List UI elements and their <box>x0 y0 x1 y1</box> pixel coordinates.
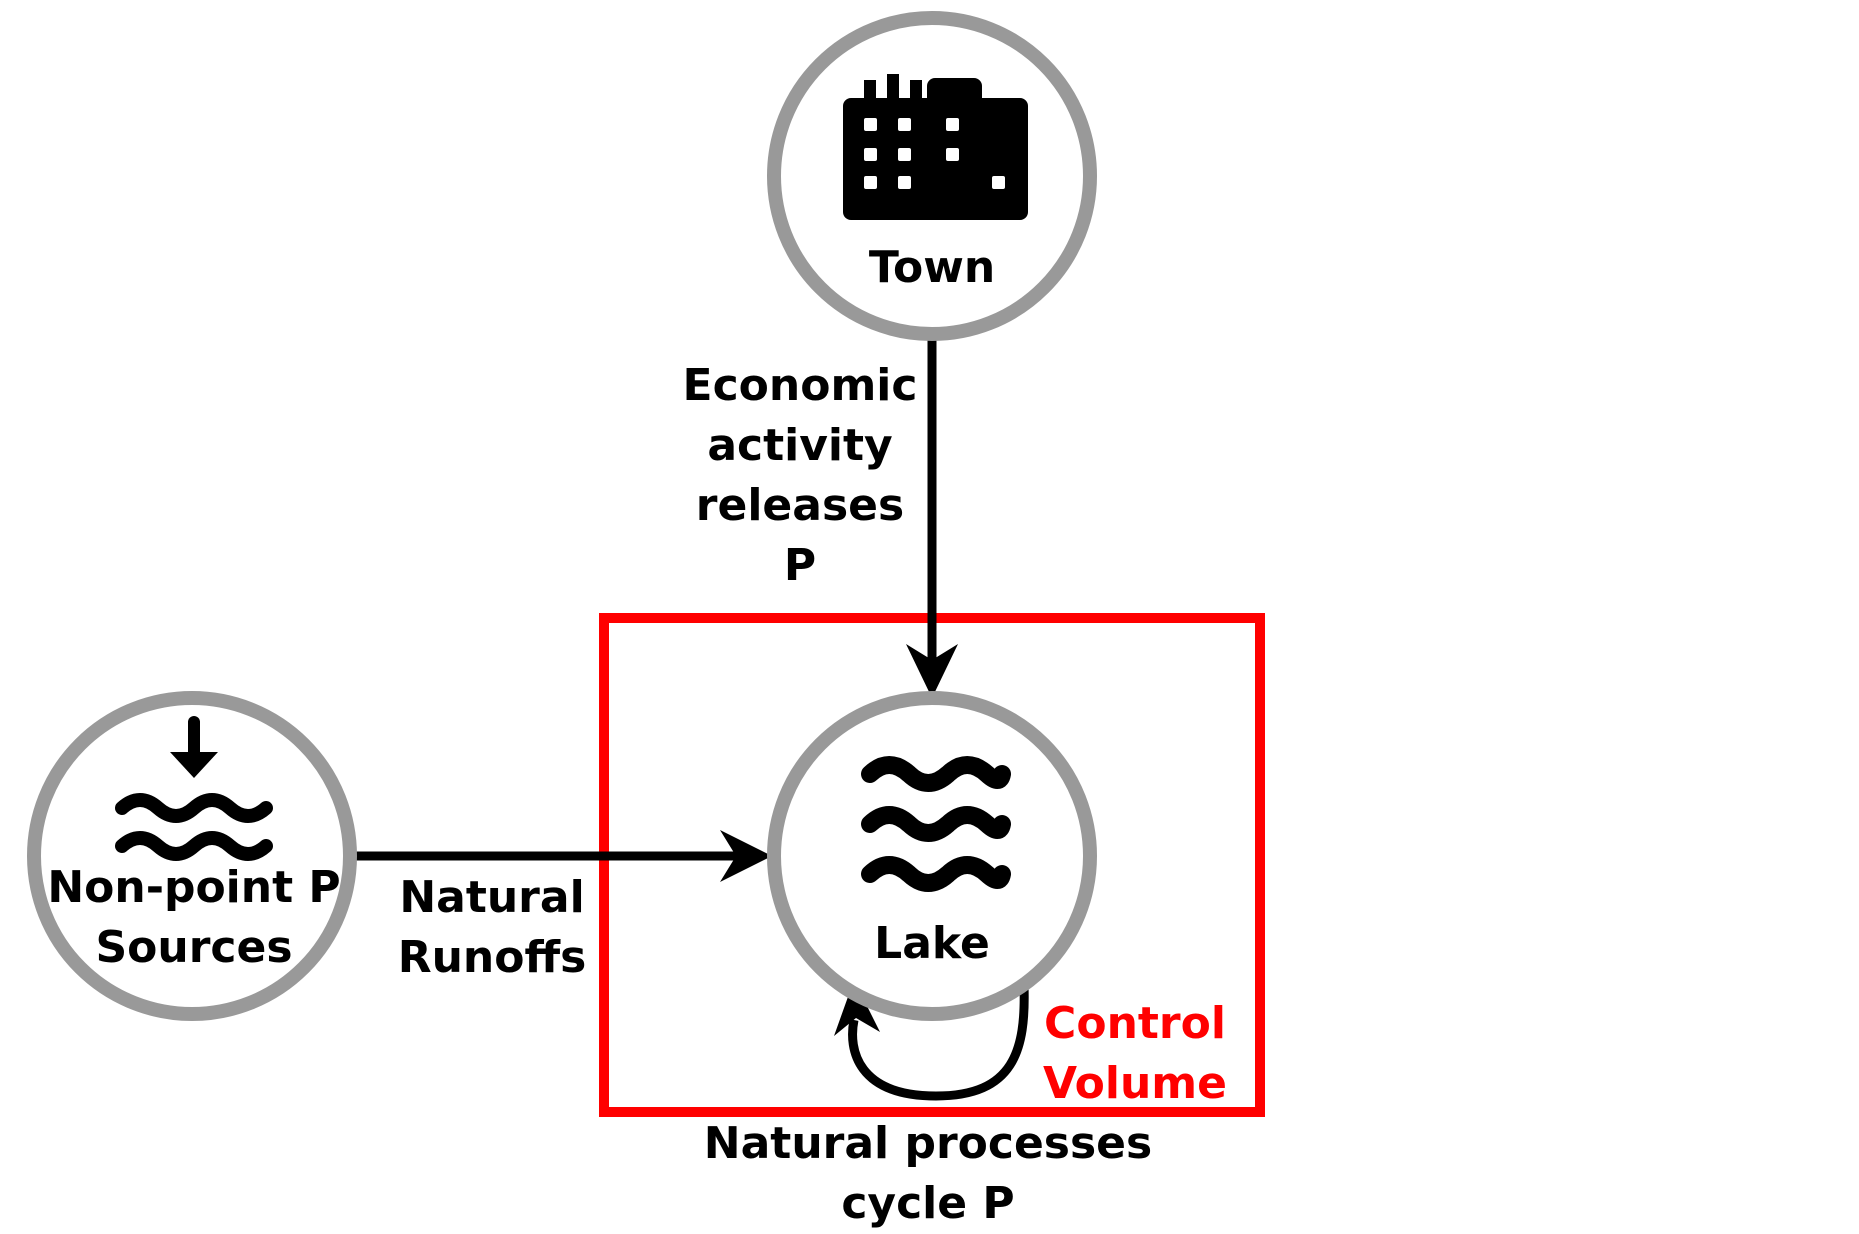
economic-label-line1: Economic <box>683 360 918 411</box>
lake-node: Lake <box>767 691 1097 1021</box>
water-inflow-icon <box>115 716 273 861</box>
lake-circle <box>767 691 1097 1021</box>
runoff-label-line2: Runoffs <box>398 932 587 983</box>
control-volume-label: Control Volume <box>1043 998 1227 1109</box>
town-label: Town <box>869 242 995 293</box>
town-node: Town <box>767 11 1097 341</box>
nonpoint-label-line2: Sources <box>95 922 292 973</box>
natural-cycle-loop-arrow <box>834 980 1029 1101</box>
economic-label-line3: releases <box>696 480 904 531</box>
water-waves-icon <box>861 756 1011 892</box>
lake-label: Lake <box>874 918 990 969</box>
nonpoint-sources-node: Non-point P Sources <box>27 691 357 1021</box>
control-volume-label-line1: Control <box>1044 998 1226 1049</box>
runoff-flow-arrow <box>352 830 772 882</box>
cycle-flow-label: Natural processes cycle P <box>704 1118 1152 1229</box>
nonpoint-label-line1: Non-point P <box>47 862 340 913</box>
cycle-label-line1: Natural processes <box>704 1118 1152 1169</box>
economic-label-line4: P <box>784 540 816 591</box>
economic-flow-arrow <box>906 336 958 698</box>
factory-icon <box>843 74 1028 220</box>
economic-label-line2: activity <box>707 420 892 471</box>
runoff-label-line1: Natural <box>399 872 584 923</box>
runoff-flow-label: Natural Runoffs <box>398 872 587 983</box>
control-volume-label-line2: Volume <box>1043 1058 1227 1109</box>
cycle-label-line2: cycle P <box>841 1178 1014 1229</box>
economic-flow-label: Economic activity releases P <box>683 360 918 591</box>
